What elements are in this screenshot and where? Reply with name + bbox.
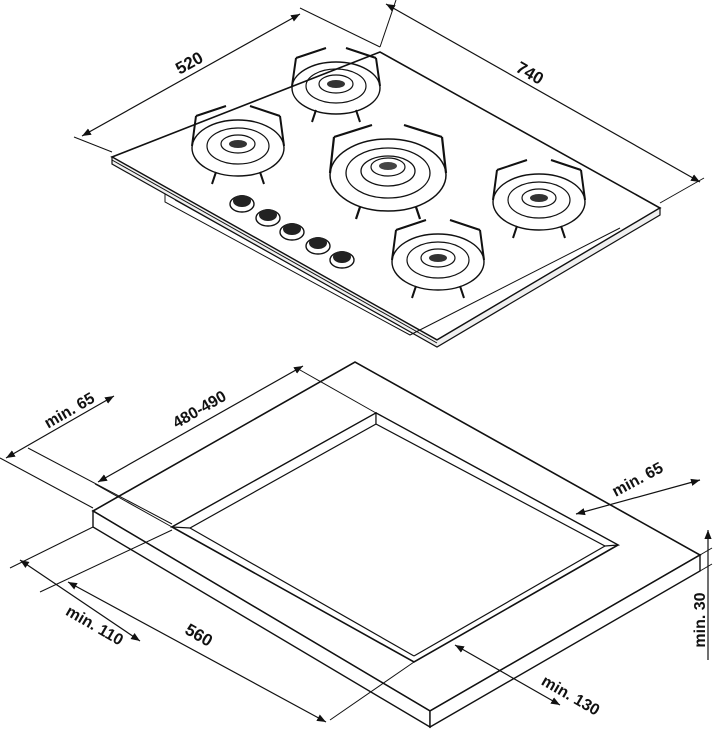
control-knobs (229, 195, 355, 269)
hob-plate-edge (111, 155, 661, 348)
knob-icon (305, 237, 331, 255)
hob-glass-plate (110, 51, 662, 341)
knob-icon (279, 223, 305, 241)
dimension-line-depth (73, 7, 381, 153)
countertop-thickness-label: min. 30 (692, 592, 709, 647)
burner-front (391, 219, 485, 299)
burner-right (492, 159, 586, 239)
burner-back-left (291, 47, 381, 123)
burner-center-wok (328, 123, 448, 220)
hob-body (164, 194, 621, 336)
dimension-line-width (379, 0, 705, 204)
cutout-right-margin-label: min. 65 (610, 460, 667, 501)
knob-icon (255, 209, 281, 227)
cutout-depth-label: 480-490 (170, 388, 229, 432)
knob-icon (229, 195, 255, 213)
hob-drawing: 520 740 (73, 0, 705, 348)
hob-depth-label: 520 (172, 48, 206, 78)
burner-left (191, 105, 285, 185)
cutout-side-margin-label: min. 130 (538, 673, 602, 720)
countertop-drawing: min. 65 480-490 min. 65 min. 110 560 min… (0, 361, 713, 729)
knob-icon (329, 251, 355, 269)
cutout-top-margin-label: min. 65 (42, 390, 98, 432)
hob-width-label: 740 (513, 58, 547, 89)
